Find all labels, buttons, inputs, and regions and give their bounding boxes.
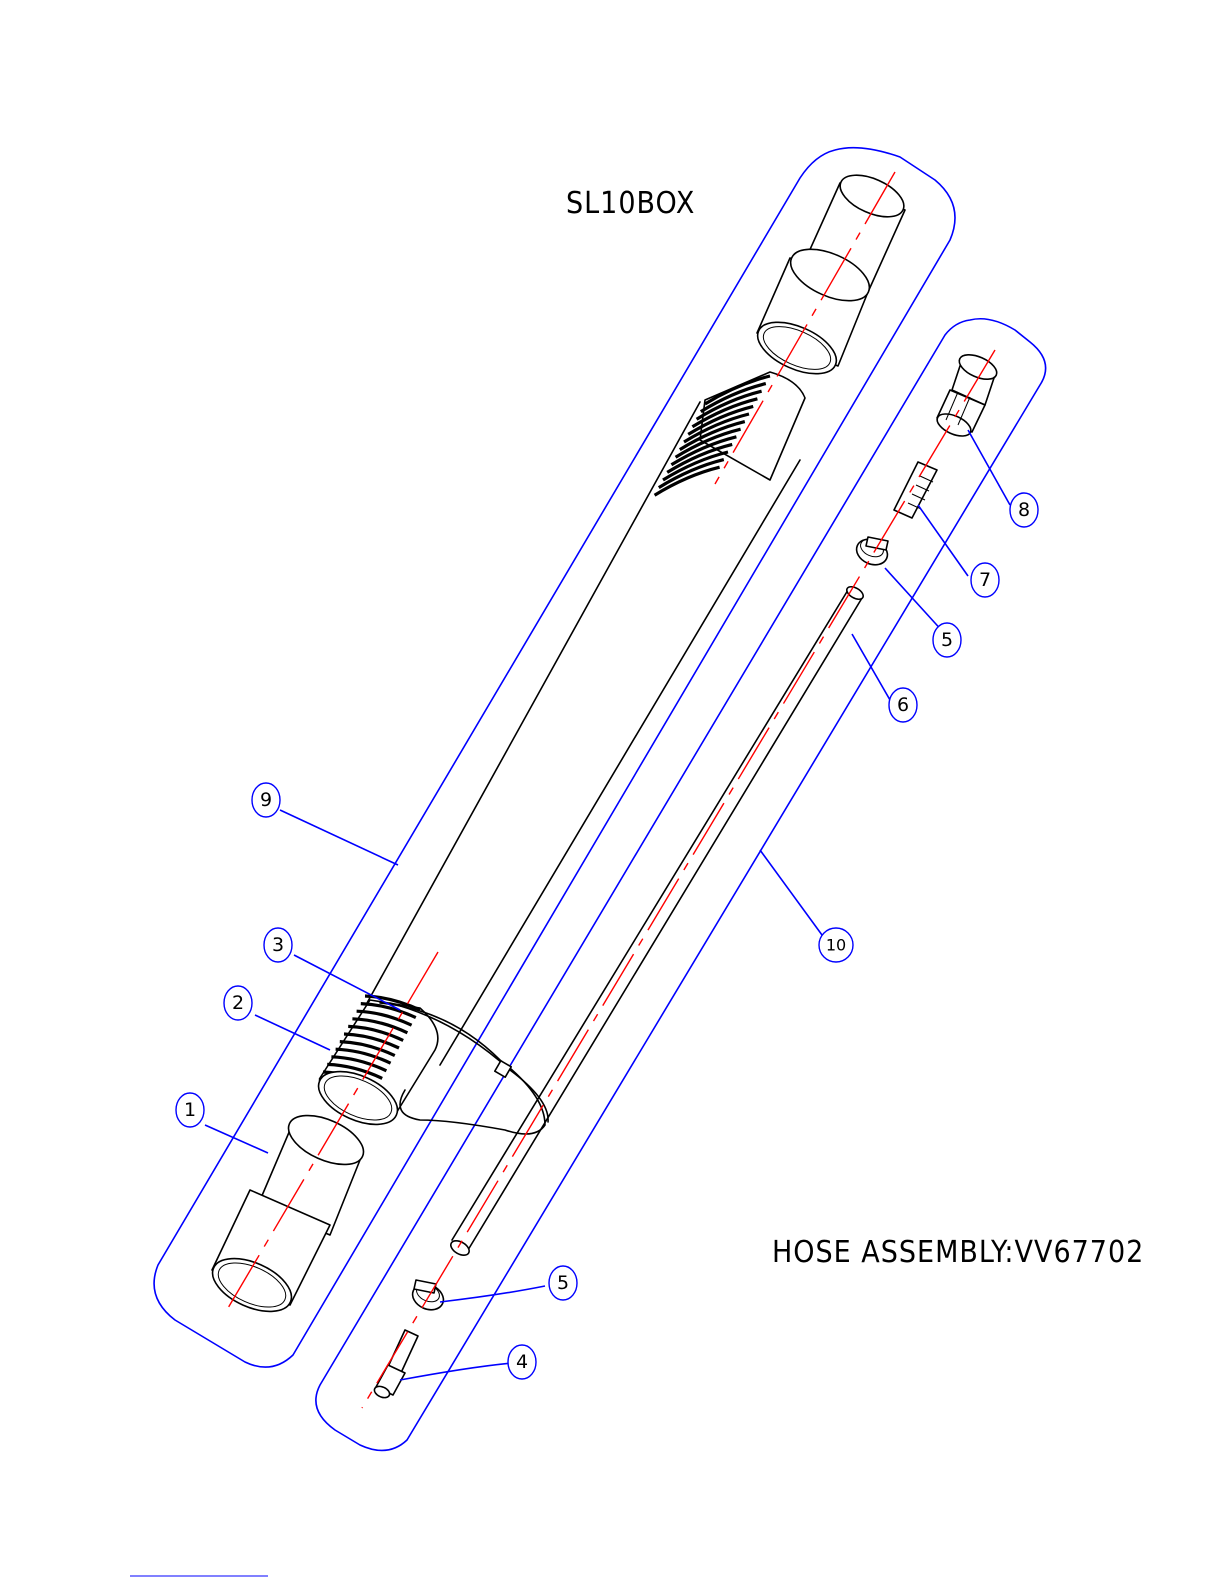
hose-barb-fitting xyxy=(373,1330,418,1400)
callout-balloon-6: 6 xyxy=(889,688,917,722)
callout-balloon-10: 10 xyxy=(819,928,853,962)
ribbed-coupling-top xyxy=(655,372,805,495)
title-sl10box: SL10BOX xyxy=(566,186,695,221)
svg-text:10: 10 xyxy=(826,936,846,955)
union-fitting xyxy=(934,350,1000,441)
threaded-barb xyxy=(894,462,937,518)
ribbed-coupling-bottom xyxy=(311,996,438,1135)
title-hose-assembly: HOSE ASSEMBLY:VV67702 xyxy=(772,1235,1144,1270)
callout-balloon-7: 7 xyxy=(971,563,999,597)
pipe-sleeve-top xyxy=(750,167,910,385)
svg-text:5: 5 xyxy=(557,1272,569,1294)
svg-text:3: 3 xyxy=(272,934,284,956)
hose-clamp-top xyxy=(853,535,892,570)
pipe-sleeve-bottom xyxy=(205,1105,371,1322)
svg-text:5: 5 xyxy=(941,629,953,651)
group-outline-hose-assembly xyxy=(316,319,1046,1451)
small-hose xyxy=(448,584,865,1258)
svg-text:9: 9 xyxy=(260,789,272,811)
callout-balloon-5-top: 5 xyxy=(933,623,961,657)
svg-text:8: 8 xyxy=(1018,499,1030,521)
callout-balloon-4: 4 xyxy=(508,1345,536,1379)
svg-text:6: 6 xyxy=(897,694,909,716)
callout-balloon-3: 3 xyxy=(264,928,292,962)
svg-text:7: 7 xyxy=(979,569,991,591)
callout-balloon-5-bottom: 5 xyxy=(549,1266,577,1300)
callout-balloon-8: 8 xyxy=(1010,493,1038,527)
callout-balloon-2: 2 xyxy=(224,986,252,1020)
svg-text:4: 4 xyxy=(516,1351,528,1373)
callout-balloon-9: 9 xyxy=(252,783,280,817)
callout-balloon-1: 1 xyxy=(176,1093,204,1127)
svg-text:1: 1 xyxy=(184,1099,196,1121)
svg-text:2: 2 xyxy=(232,992,244,1014)
main-pipe xyxy=(367,402,800,1065)
